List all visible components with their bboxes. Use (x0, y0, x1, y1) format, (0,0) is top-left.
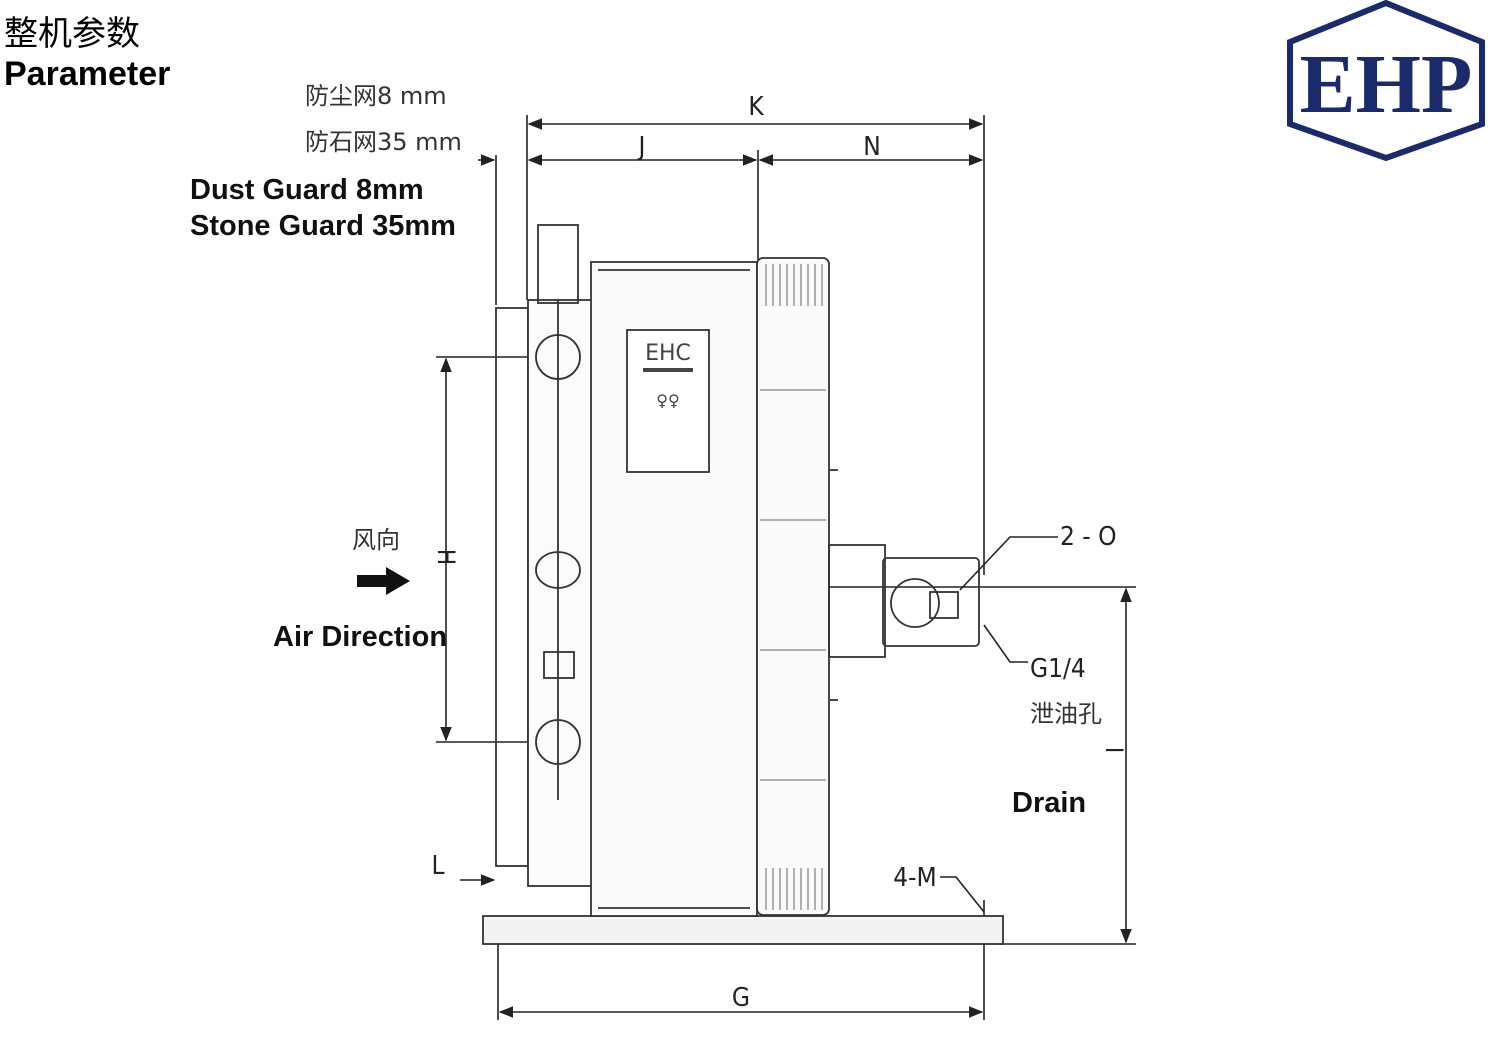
dim-M: 4-M (893, 863, 937, 893)
air-direction-label-en: Air Direction (273, 621, 447, 653)
stone-guard-label-cn: 防石网35 mm (305, 128, 462, 156)
cooler-body (482, 224, 1004, 945)
drain-label-cn: 泄油孔 (1030, 700, 1102, 728)
drain-label-en: Drain (1012, 787, 1086, 819)
ehp-logo: EHP (1287, 0, 1485, 162)
page-title-cn: 整机参数 (4, 14, 140, 54)
air-direction-label-cn: 风向 (352, 526, 400, 554)
dim-O: 2 - O (1060, 522, 1117, 552)
nameplate-bar (643, 368, 693, 372)
dust-guard-label-en: Dust Guard 8mm (190, 174, 424, 206)
stone-guard-label-en: Stone Guard 35mm (190, 210, 456, 242)
dim-lines (436, 115, 1136, 1020)
page-title-en: Parameter (4, 55, 171, 93)
dim-J: J (637, 132, 646, 162)
logo-text: EHP (1300, 38, 1473, 131)
dim-G: G (732, 983, 750, 1013)
dust-guard-label-cn: 防尘网8 mm (305, 82, 447, 110)
air-direction-arrow-icon (357, 567, 410, 595)
dim-L: L (431, 851, 444, 881)
dim-I: I (1100, 747, 1128, 753)
dim-N: N (863, 132, 881, 162)
dim-K: K (748, 92, 764, 122)
port-thread-label: G1/4 (1030, 654, 1086, 684)
dim-H: H (432, 549, 460, 565)
nameplate-icons: ♀♀ (656, 391, 679, 410)
fan-guard-lines (760, 264, 826, 910)
nameplate-brand: EHC (645, 341, 691, 366)
